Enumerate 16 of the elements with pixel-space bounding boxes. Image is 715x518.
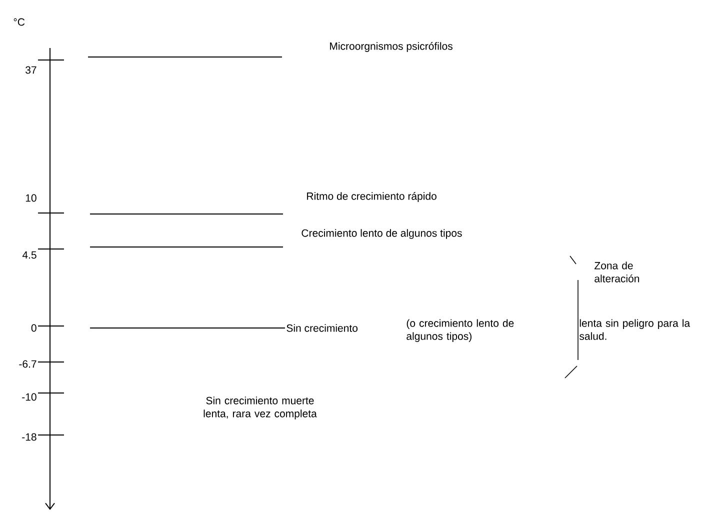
tick-label: 0	[31, 324, 36, 332]
tick-label: -6.7	[19, 360, 36, 368]
tick-label: -10	[22, 393, 36, 401]
bracket-note: lenta sin peligro para la salud.	[580, 319, 690, 340]
tick-label: 37	[26, 66, 36, 74]
zone-label: Ritmo de crecimiento rápido	[307, 192, 436, 202]
zone-label: Crecimiento lento de algunos tipos	[302, 229, 462, 239]
tick-label: -18	[22, 433, 36, 441]
axis-unit: °C	[14, 18, 25, 26]
zone-label: Sin crecimiento	[286, 324, 358, 332]
zone-note: (o crecimiento lento de algunos tipos)	[406, 319, 514, 342]
zone-label: Microorgnismos psicrófilos	[330, 42, 452, 52]
tick-label: 4.5	[22, 251, 36, 259]
tick-label: 10	[26, 194, 36, 202]
zone-label: Sin crecimiento muerte lenta, rara vez completa	[204, 396, 317, 420]
bracket-note: Zona de alteración	[594, 262, 640, 282]
